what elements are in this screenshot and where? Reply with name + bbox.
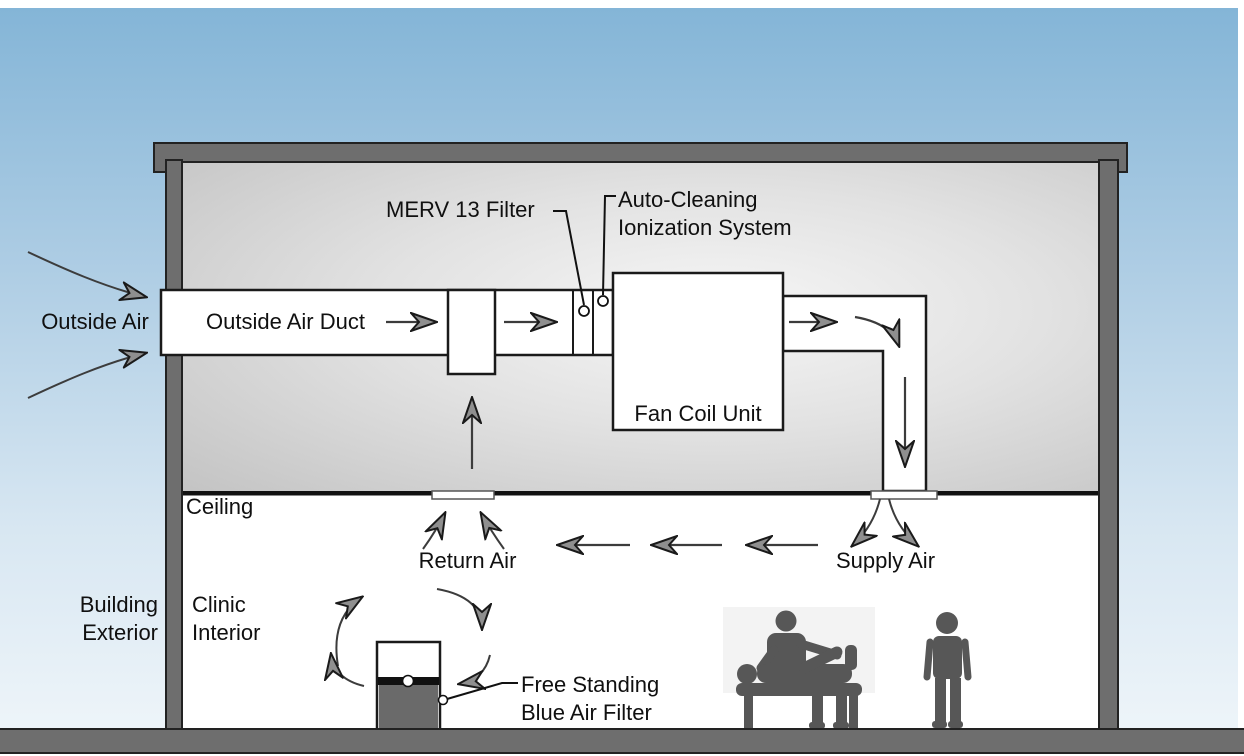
floor-slab <box>0 728 1244 754</box>
ceiling-line <box>182 491 1099 496</box>
supply-air-register <box>870 490 938 500</box>
ionization-label-line1: Auto-Cleaning <box>618 187 758 212</box>
outside-air-arrow-lower <box>27 353 146 399</box>
ionizer-leader-line <box>602 195 616 296</box>
filter-knob <box>401 674 415 688</box>
return-air-label: Return Air <box>418 548 517 573</box>
filter-callout-dot <box>437 694 449 706</box>
free-standing-filter-label-line2: Blue Air Filter <box>521 700 652 725</box>
building-exterior-label-line2: Exterior <box>82 620 158 645</box>
standing-person-pictogram <box>923 612 972 728</box>
left-wall <box>165 159 183 732</box>
supply-air-label: Supply Air <box>835 548 936 573</box>
clinician-patient-pictogram <box>723 607 875 729</box>
supply-elbow-arrow <box>854 315 899 346</box>
outside-air-duct-label: Outside Air Duct <box>206 309 365 334</box>
building-exterior-label-line1: Building <box>79 592 158 617</box>
return-branch-box <box>446 288 497 376</box>
filter-circulation-arrows <box>331 588 490 686</box>
merv-callout-dot <box>578 305 590 317</box>
clinic-interior-label-line1: Clinic <box>192 592 246 617</box>
free-standing-filter-label-line1: Free Standing <box>521 672 660 697</box>
ceiling-label: Ceiling <box>186 494 254 519</box>
return-air-grille <box>431 490 495 500</box>
return-splay-right-arrow <box>481 513 505 550</box>
return-splay-left-arrow <box>422 513 445 550</box>
fan-coil-unit-box <box>611 271 785 432</box>
clinic-interior-label-line2: Interior <box>192 620 261 645</box>
outside-air-label: Outside Air <box>41 309 149 334</box>
supply-splay-left-arrow <box>852 498 881 546</box>
merv-filter-label: MERV 13 Filter <box>386 197 535 222</box>
ionizer-callout-dot <box>597 295 609 307</box>
fan-coil-unit-label: Fan Coil Unit <box>634 401 762 426</box>
supply-splay-right-arrow <box>888 498 918 546</box>
merv-leader-line <box>553 210 585 306</box>
outside-air-arrow-upper <box>27 251 146 297</box>
free-standing-filter-unit <box>375 640 449 733</box>
right-wall <box>1098 159 1119 732</box>
filter-leader-line <box>446 682 518 700</box>
ionization-label-line2: Ionization System <box>618 215 792 240</box>
